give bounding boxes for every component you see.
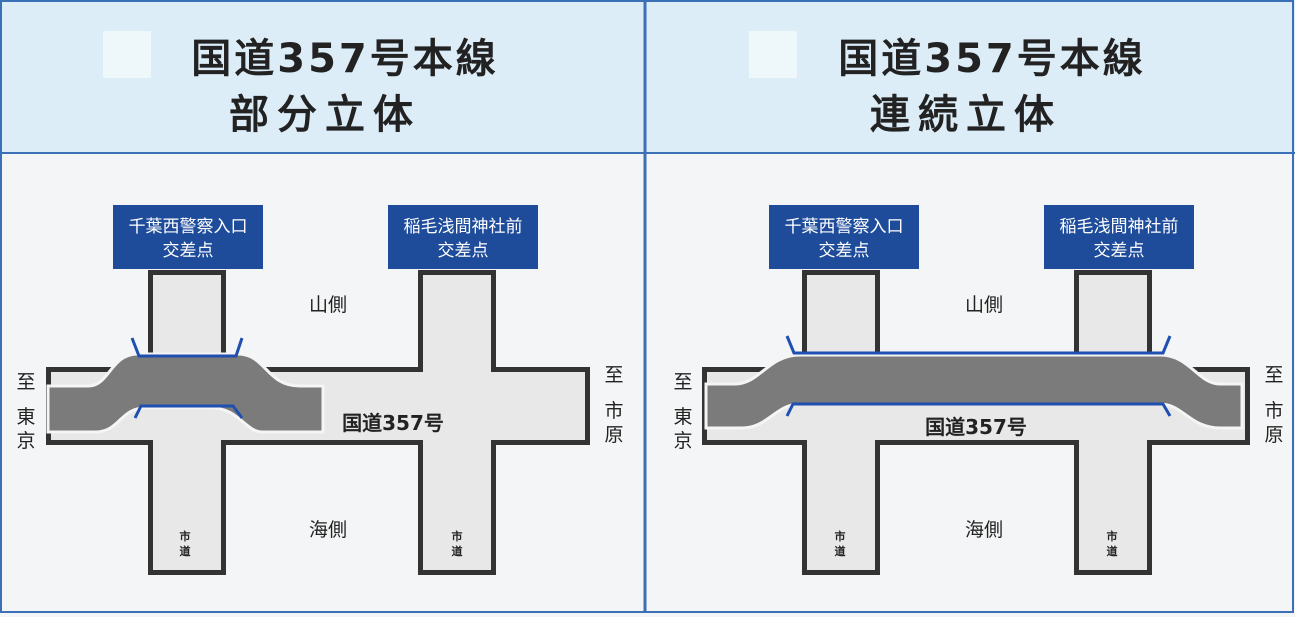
panel-title-line1: 国道357号本線 [191,36,499,82]
route-label: 国道357号 [342,411,444,435]
svg-text:交差点: 交差点 [819,241,870,261]
svg-text:至: 至 [1264,364,1283,386]
svg-text:東: 東 [16,406,35,428]
intersection-sign-left: 千葉西警察入口 交差点 [113,205,263,269]
mountain-side-label: 山側 [965,294,1003,316]
svg-text:至: 至 [16,371,35,393]
road-network [702,270,1250,575]
sea-side-label: 海側 [309,519,347,541]
destination-west: 至 東 京 [16,371,35,452]
svg-text:市: 市 [1107,529,1118,543]
destination-east: 至 市 原 [1264,364,1283,446]
svg-text:市: 市 [604,400,623,422]
svg-text:稲毛浅間神社前: 稲毛浅間神社前 [404,217,523,237]
route-label: 国道357号 [925,415,1027,439]
svg-text:原: 原 [604,424,623,446]
destination-east: 至 市 原 [604,364,623,446]
intersection-sign-right: 稲毛浅間神社前 交差点 [388,205,538,269]
svg-text:原: 原 [1264,424,1283,446]
city-road-label-left: 市 道 [180,529,191,558]
svg-text:至: 至 [604,364,623,386]
svg-text:京: 京 [16,430,35,452]
title-marker [103,31,151,78]
svg-text:京: 京 [673,430,692,452]
intersection-sign-right: 稲毛浅間神社前 交差点 [1044,205,1194,269]
svg-text:千葉西警察入口: 千葉西警察入口 [785,217,904,237]
svg-text:市: 市 [835,529,846,543]
svg-text:稲毛浅間神社前: 稲毛浅間神社前 [1060,217,1179,237]
title-marker [749,31,797,78]
mountain-side-label: 山側 [309,294,347,316]
intersection-sign-left: 千葉西警察入口 交差点 [769,205,919,269]
bridge-rail-top [130,337,244,358]
panel-partial: 国道357号本線 部分立体 千葉西警察入口 交差点 稲毛浅間神社前 交差点 山側… [0,0,645,575]
svg-text:道: 道 [1107,544,1118,558]
panel-title-line2: 連続立体 [870,92,1062,138]
city-road-label-right: 市 道 [1107,529,1118,558]
svg-text:交差点: 交差点 [1094,241,1145,261]
svg-text:至: 至 [673,371,692,393]
bridge-rail-bottom [133,404,244,419]
svg-text:市: 市 [1264,400,1283,422]
svg-text:市: 市 [180,529,191,543]
svg-text:道: 道 [180,544,191,558]
overpass-continuous [704,335,1244,430]
bridge-rail-bottom [785,402,1172,417]
panel-title-line2: 部分立体 [229,92,421,138]
svg-text:交差点: 交差点 [163,241,214,261]
svg-text:千葉西警察入口: 千葉西警察入口 [129,217,248,237]
svg-text:交差点: 交差点 [438,241,489,261]
sea-side-label: 海側 [965,519,1003,541]
panel-title-line1: 国道357号本線 [838,36,1146,82]
panel-continuous: 国道357号本線 連続立体 千葉西警察入口 交差点 稲毛浅間神社前 交差点 山側… [645,0,1295,575]
bridge-rail-top [785,335,1172,355]
svg-text:道: 道 [835,544,846,558]
overpass-partial [46,337,325,434]
city-road-label-right: 市 道 [452,529,463,558]
svg-text:東: 東 [673,406,692,428]
city-road-label-left: 市 道 [835,529,846,558]
svg-text:市: 市 [452,529,463,543]
destination-west: 至 東 京 [673,371,692,452]
svg-text:道: 道 [452,544,463,558]
